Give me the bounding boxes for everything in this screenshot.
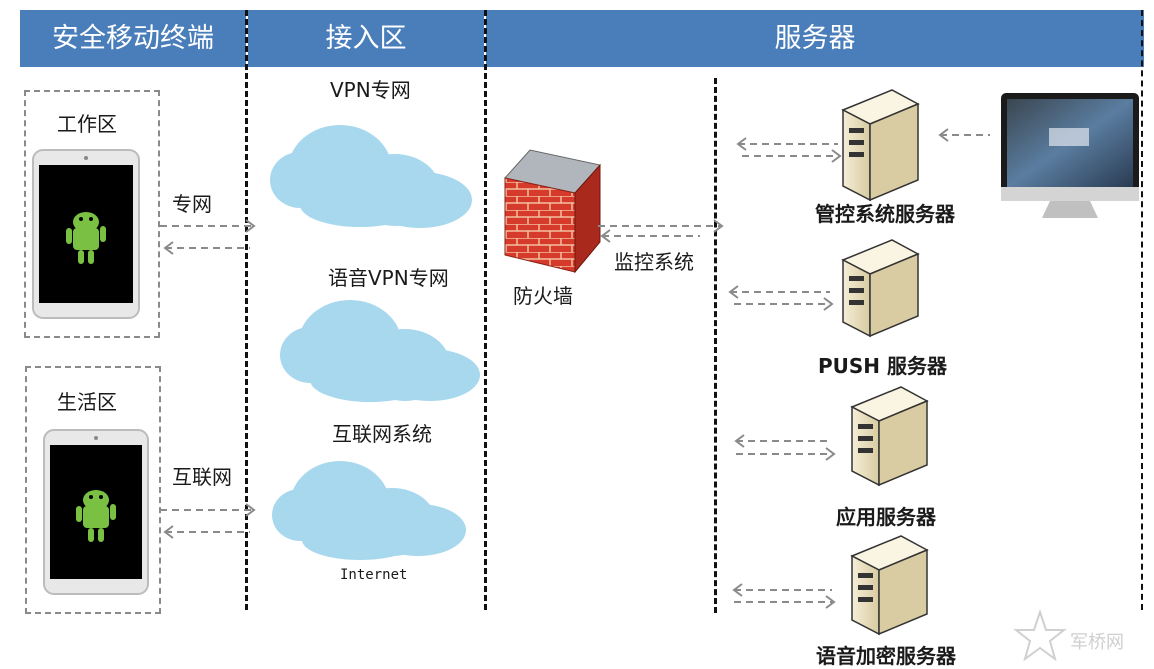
firewall-label: 防火墙	[513, 284, 573, 308]
work-zone-label: 工作区	[57, 112, 117, 136]
divider-access-servers	[484, 10, 487, 610]
watermark-text: 军桥网	[1070, 632, 1124, 653]
server-app-icon	[850, 386, 929, 487]
android-icon	[66, 212, 106, 264]
server-voice-encrypt-icon	[850, 535, 929, 636]
divider-server-column	[714, 78, 717, 613]
divider-terminal-access	[245, 10, 248, 610]
header-terminal: 安全移动终端	[20, 10, 246, 67]
link-internet-label: 互联网	[172, 465, 232, 489]
cloud-internet-small-label: Internet	[340, 567, 408, 583]
cloud-internet	[272, 461, 466, 560]
cloud-vpn	[270, 125, 472, 228]
header-access: 接入区	[248, 10, 484, 67]
server-control-icon	[841, 89, 920, 202]
cloud-internet-system-label: 互联网系统	[332, 422, 432, 446]
link-private-label: 专网	[172, 192, 212, 216]
server-app-label: 应用服务器	[836, 505, 936, 529]
header-servers: 服务器	[486, 10, 1144, 67]
phone-work	[32, 149, 140, 319]
monitor-icon	[1001, 93, 1139, 218]
phone-life	[43, 429, 149, 595]
cloud-voice-vpn	[280, 300, 480, 402]
cloud-voice-vpn-label: 语音VPN专网	[328, 266, 449, 290]
server-voice-encrypt-label: 语音加密服务器	[816, 644, 956, 668]
cloud-vpn-label: VPN专网	[330, 78, 411, 102]
divider-right-edge	[1141, 10, 1143, 610]
android-icon	[76, 490, 116, 542]
firewall-icon	[504, 149, 601, 274]
server-push-icon	[841, 239, 920, 338]
life-zone-label: 生活区	[57, 390, 117, 414]
watermark-star-icon	[1013, 608, 1067, 662]
life-zone-box	[25, 366, 161, 614]
server-control-label: 管控系统服务器	[815, 202, 955, 226]
server-push-label: PUSH 服务器	[818, 354, 948, 378]
monitor-system-label: 监控系统	[614, 250, 694, 274]
work-zone-box	[24, 90, 160, 338]
